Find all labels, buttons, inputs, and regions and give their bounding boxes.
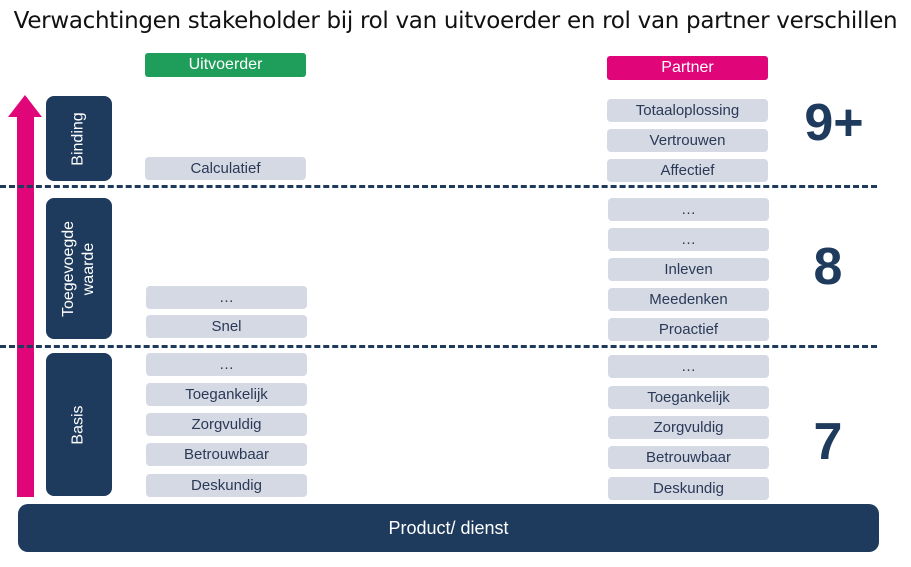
uitvoerder-chip: Snel bbox=[146, 315, 307, 338]
level-basis-label: Basis bbox=[70, 404, 87, 445]
uitvoerder-header: Uitvoerder bbox=[145, 53, 306, 77]
uitvoerder-chip: Toegankelijk bbox=[146, 383, 307, 406]
level-basis: Basis bbox=[46, 353, 112, 496]
partner-chip: Deskundig bbox=[608, 477, 769, 500]
partner-chip: Vertrouwen bbox=[607, 129, 768, 152]
level-binding: Binding bbox=[46, 96, 112, 181]
uitvoerder-chip: Zorgvuldig bbox=[146, 413, 307, 436]
partner-chip: Toegankelijk bbox=[608, 386, 769, 409]
partner-chip: Affectief bbox=[607, 159, 768, 182]
score-basis: 7 bbox=[813, 413, 843, 471]
growth-arrow-shaft bbox=[17, 113, 34, 497]
page-title: Verwachtingen stakeholder bij rol van ui… bbox=[13, 8, 898, 34]
uitvoerder-chip: Calculatief bbox=[145, 157, 306, 180]
partner-header: Partner bbox=[607, 56, 768, 80]
level-toegevoegde-waarde: Toegevoegde waarde bbox=[46, 198, 112, 339]
partner-chip: Betrouwbaar bbox=[608, 446, 769, 469]
level-binding-label: Binding bbox=[70, 111, 87, 166]
partner-chip: Totaaloplossing bbox=[607, 99, 768, 122]
uitvoerder-chip: … bbox=[146, 286, 307, 309]
uitvoerder-chip: Deskundig bbox=[146, 474, 307, 497]
score-binding: 9+ bbox=[804, 94, 864, 152]
level-toegevoegde-waarde-label: Toegevoegde waarde bbox=[60, 220, 97, 317]
partner-chip: … bbox=[608, 198, 769, 221]
product-dienst-bar: Product/ dienst bbox=[18, 504, 879, 552]
score-toegevoegde-waarde: 8 bbox=[813, 238, 843, 296]
divider-basis bbox=[0, 345, 877, 348]
uitvoerder-chip: … bbox=[146, 353, 307, 376]
uitvoerder-chip: Betrouwbaar bbox=[146, 443, 307, 466]
partner-chip: … bbox=[608, 355, 769, 378]
growth-arrow-head-icon bbox=[8, 95, 42, 117]
partner-chip: Meedenken bbox=[608, 288, 769, 311]
partner-chip: Zorgvuldig bbox=[608, 416, 769, 439]
partner-chip: … bbox=[608, 228, 769, 251]
partner-chip: Inleven bbox=[608, 258, 769, 281]
partner-chip: Proactief bbox=[608, 318, 769, 341]
divider-binding bbox=[0, 185, 877, 188]
